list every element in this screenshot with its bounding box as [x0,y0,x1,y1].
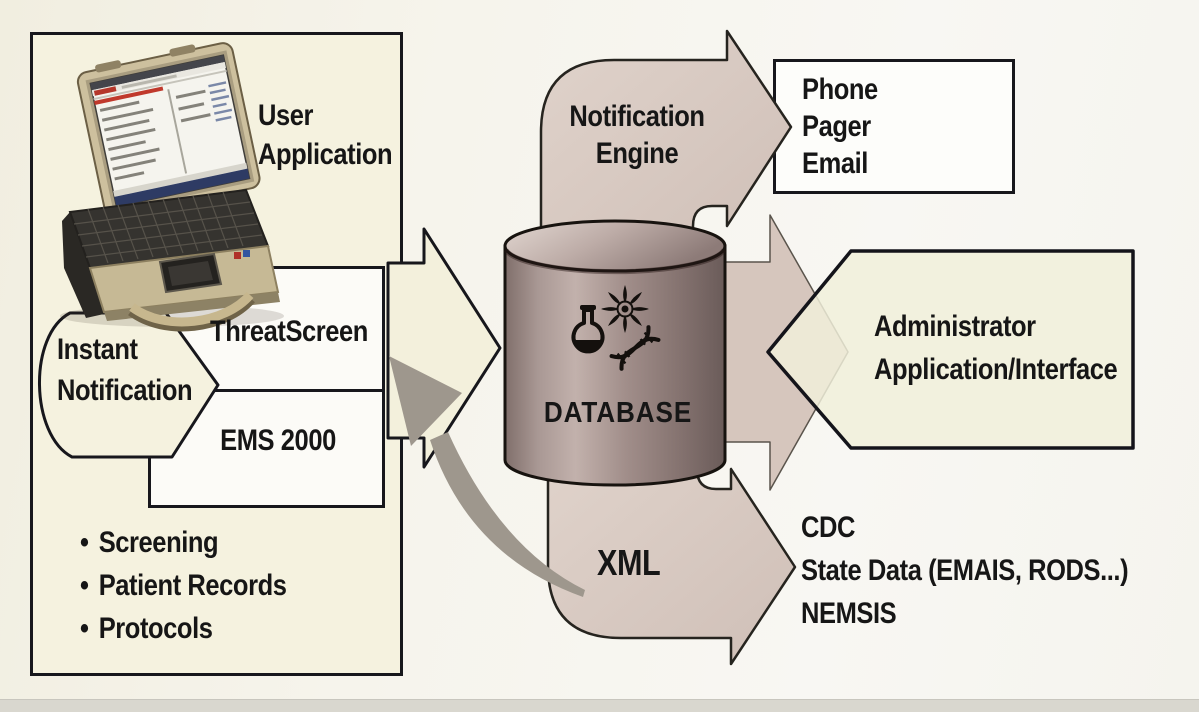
xml-arrow [546,448,797,666]
dna-icon [609,325,661,371]
database-label: DATABASE [543,397,693,429]
panel-to-database-arrow [386,227,502,469]
feature-list: •Screening •Patient Records •Protocols [80,521,287,650]
notification-engine-arrow [539,29,793,254]
flask-icon [571,305,605,354]
external-systems-label: CDC State Data (EMAIS, RODS...) NEMSIS [801,511,1129,630]
xml-label: XML [597,542,661,583]
laptop-image [60,42,284,332]
admin-arrow [766,249,1135,450]
threatscreen-label: ThreatScreen [210,315,368,348]
page-edge-strip [0,699,1199,712]
admin-label: Administrator Application/Interface [874,310,1118,386]
instant-notification-label: Instant Notification [57,333,193,407]
database-cylinder [503,219,727,487]
box-divider [151,389,382,392]
list-item: •Screening [80,526,219,559]
user-application-label: User Application [258,99,393,171]
instant-notification-shape [38,311,220,459]
phone-pager-email-box [773,59,1015,194]
list-item: •Patient Records [80,569,287,602]
list-item: •Protocols [80,612,213,645]
atom-icon [601,285,649,333]
ems2000-label: EMS 2000 [220,424,336,457]
notification-engine-label: Notification Engine [569,100,705,170]
feedback-curved-arrow [389,356,585,597]
phone-pager-email-label: Phone Pager Email [802,73,878,180]
